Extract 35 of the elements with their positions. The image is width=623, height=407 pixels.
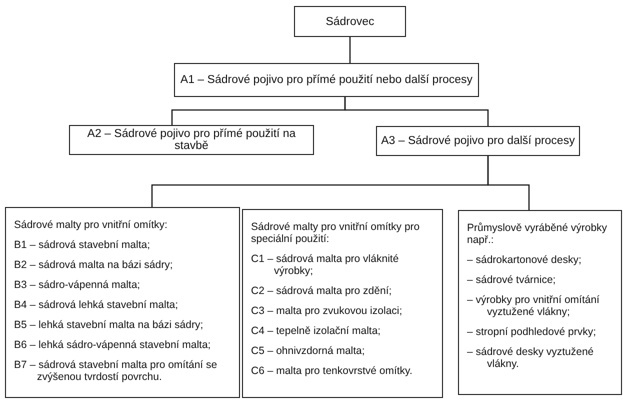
category-box: [376, 126, 580, 156]
category-box: [294, 6, 406, 37]
list-item: – sádrokartonové desky;: [467, 254, 582, 266]
list-item: C6 – malta pro tenkovrstvé omítky.: [251, 365, 414, 377]
list-box: [458, 210, 622, 395]
list-heading: Průmyslově vyráběné výrobky např.:: [467, 222, 608, 246]
list-item: – sádrové tvárnice;: [467, 274, 557, 286]
list-item: C5 – ohnivzdorná malta;: [251, 345, 366, 357]
category-box: [174, 63, 479, 97]
connector-line: [487, 156, 530, 210]
list-item: B1 – sádrová stavební malta;: [14, 239, 151, 251]
list-item: – sádrové desky vyztužené vlákny.: [467, 346, 595, 370]
box-label: A2 – Sádrové pojivo pro přímé použití na stavbě: [86, 128, 297, 152]
list-item: B6 – lehká sádro-vápenná stavební malta;: [14, 339, 212, 351]
box-label: Sádrovec: [326, 16, 374, 28]
list-item: C2 – sádrová malta pro zdění;: [251, 285, 393, 297]
box-label: A3 – Sádrové pojivo pro další procesy: [381, 135, 575, 147]
list-item: – stropní podhledové prvky;: [467, 326, 597, 338]
list-item: C3 – malta pro zvukovou izolaci;: [251, 305, 404, 317]
list-item: B3 – sádro-vápenná malta;: [14, 279, 142, 291]
list-box: [242, 209, 443, 398]
list-item: C4 – tepelně izolační malta;: [251, 325, 382, 337]
list-item: B2 – sádrová malta na bázi sádry;: [14, 259, 174, 271]
list-item: – výrobky pro vnitřní omítání vyztužené vlákny;: [467, 294, 600, 318]
category-box: [69, 125, 314, 155]
list-item: B7 – sádrová stavební malta pro omítání se zvýšenou tvrdostí povrchu.: [14, 359, 218, 383]
list-box: [5, 207, 240, 398]
list-item: C1 – sádrová malta pro vláknité výrobky;: [251, 253, 400, 277]
list-item: B5 – lehká stavební malta na bázi sádry;: [14, 319, 204, 331]
list-item: B4 – sádrová lehká stavební malta;: [14, 299, 180, 311]
list-heading: Sádrové malty pro vnitřní omítky:: [14, 219, 168, 231]
connector-line: [344, 97, 489, 126]
connector-line: [349, 37, 351, 63]
box-label: A1 – Sádrové pojivo pro přímé použití nebo další procesy: [180, 74, 473, 86]
list-heading: Sádrové malty pro vnitřní omítky pro speciální použití:: [251, 221, 421, 245]
